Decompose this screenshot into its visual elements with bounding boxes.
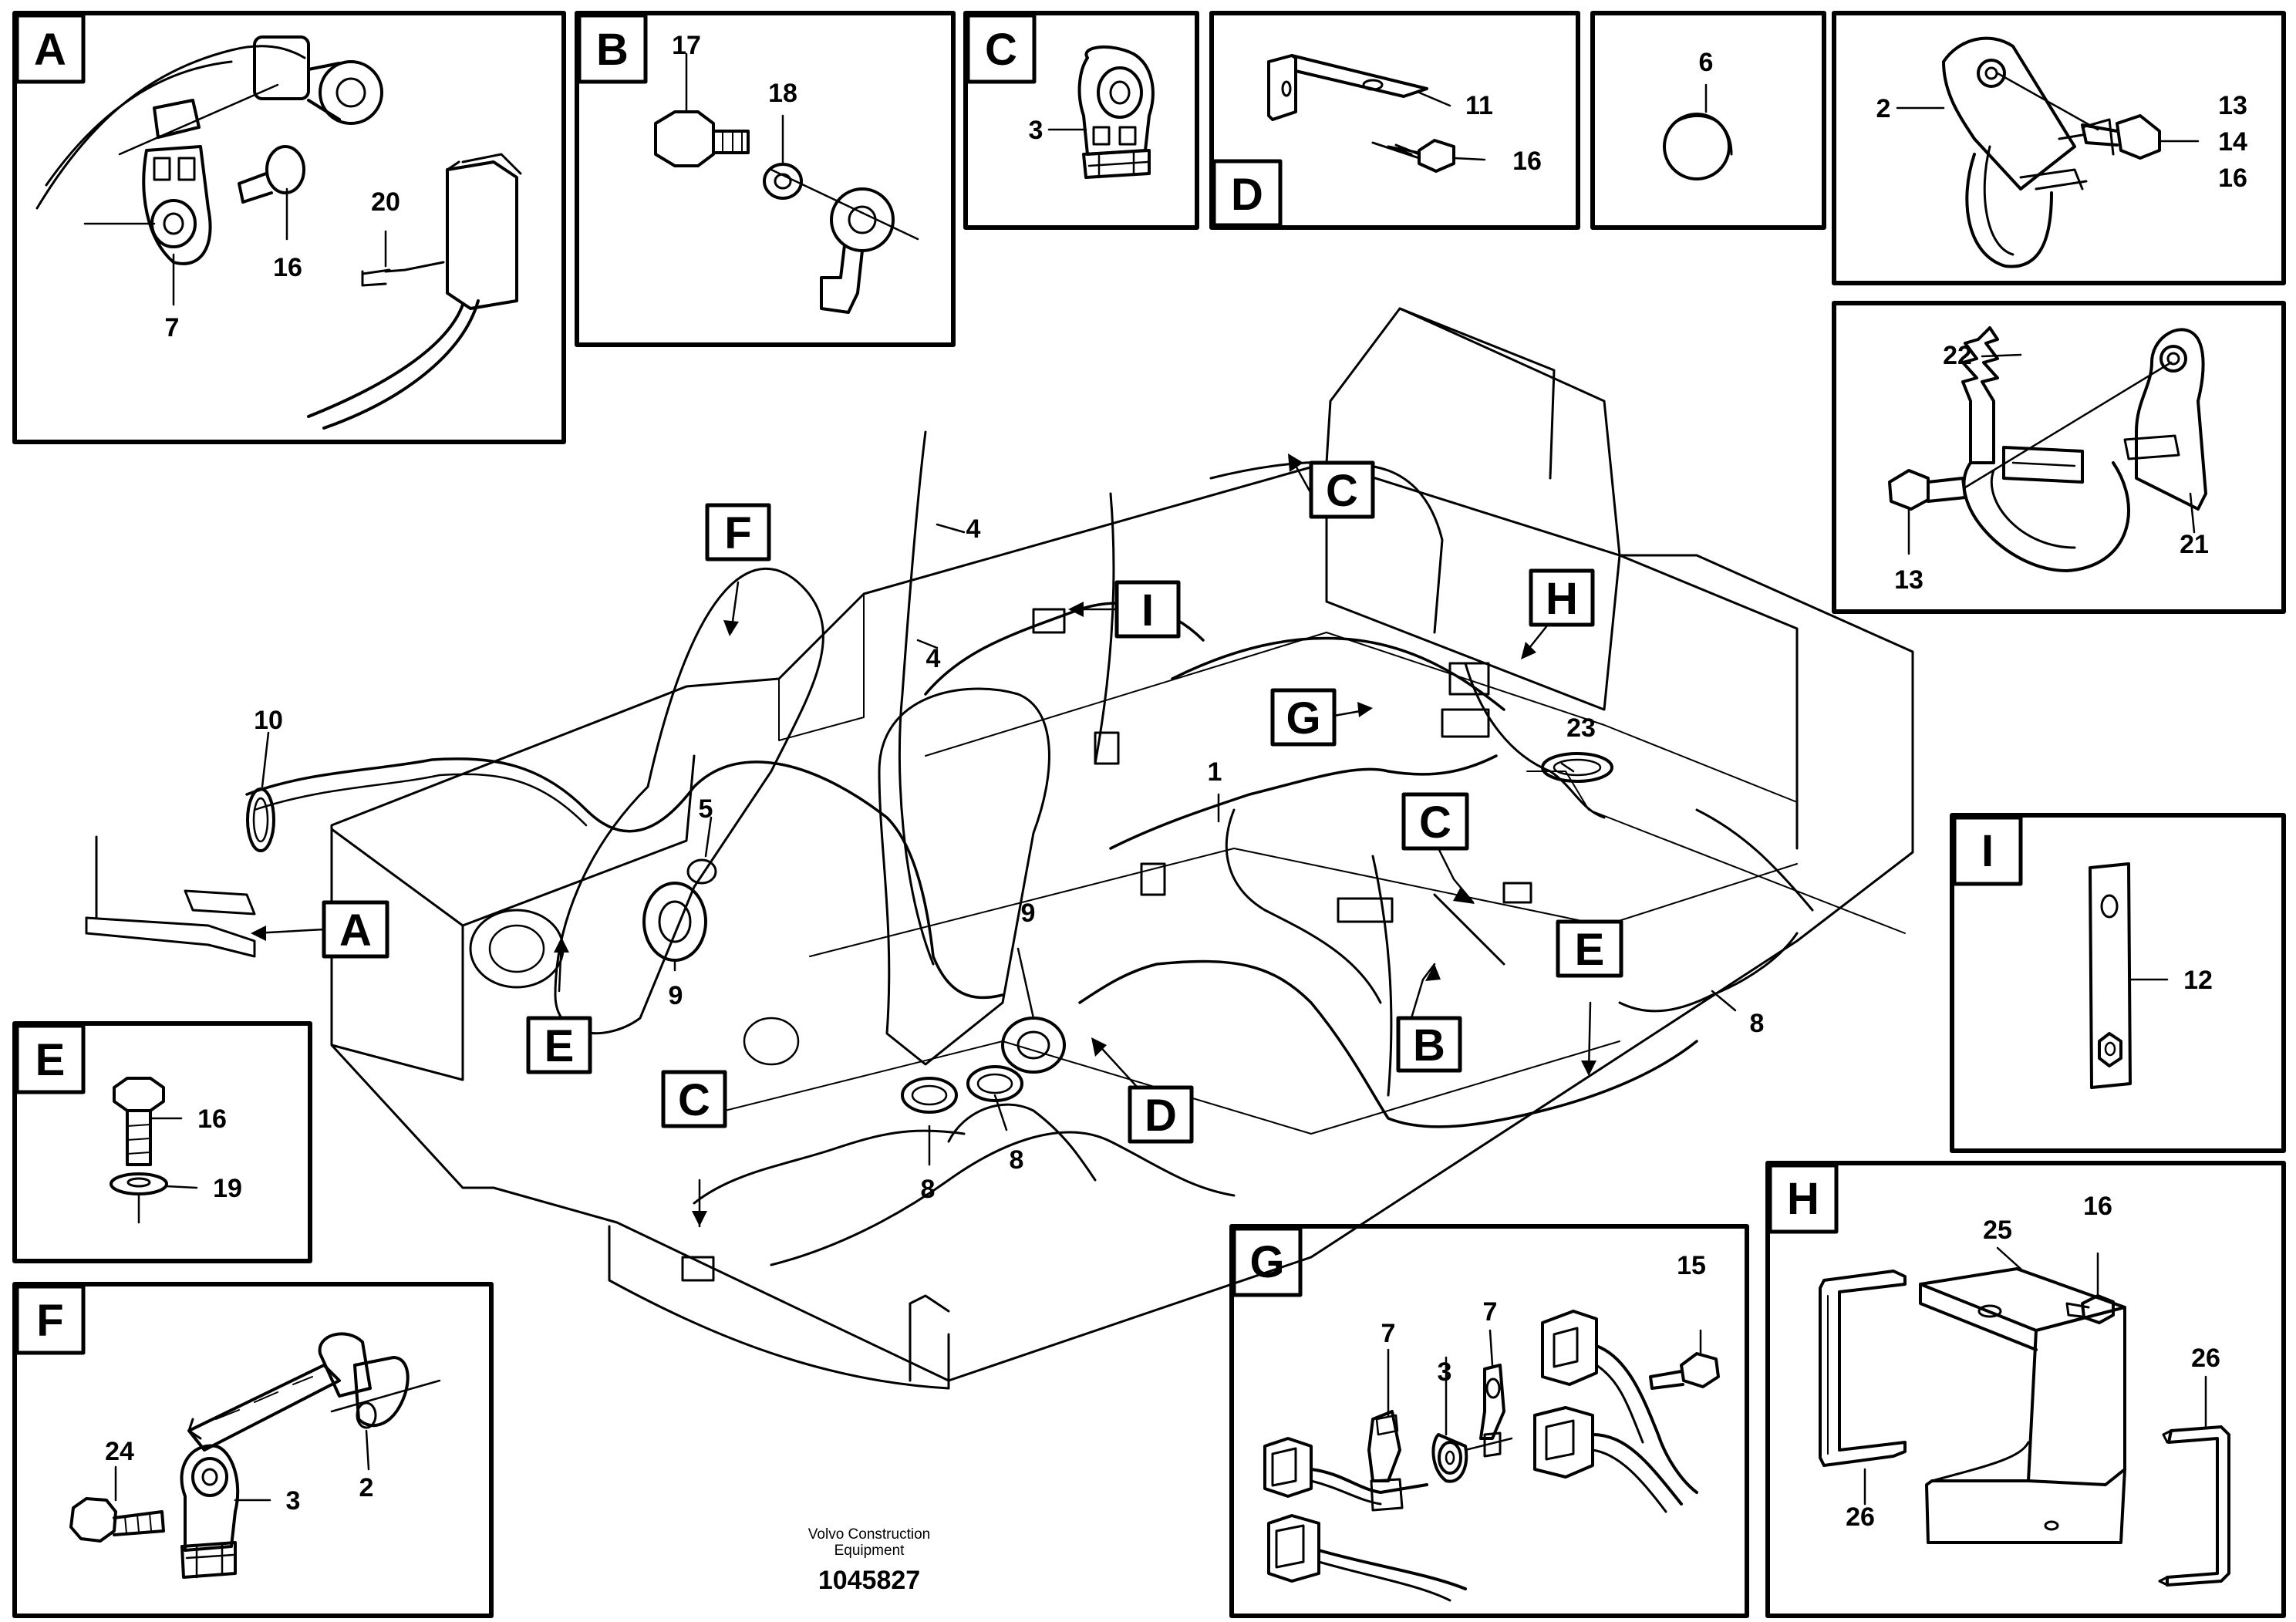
detail-panel-g [1229,1224,1749,1618]
detail-panel-d [1209,11,1580,230]
detail-panel-e [12,1021,312,1263]
part-num-2: 2 [359,1473,374,1502]
part-num-25: 25 [1983,1216,2012,1245]
detail-label-b: B [596,25,629,75]
part-num-3: 3 [1438,1357,1452,1387]
part-num-9: 9 [1021,899,1036,928]
part-num-13: 13 [1894,565,1923,595]
part-num-11: 11 [1465,91,1493,120]
callout-f: F [724,508,751,558]
main-callout-boxes [322,460,1623,1144]
detail-panel-a [12,11,566,444]
part-num-4: 4 [966,514,981,544]
callout-g: G [1286,693,1320,744]
part-num-7: 7 [1381,1319,1396,1348]
detail-label-c: C [985,25,1017,75]
part-num-7: 7 [1483,1297,1498,1327]
callout-c-top: C [1326,466,1358,516]
part-num-16: 16 [2083,1192,2112,1221]
part-num-6: 6 [1699,48,1714,77]
part-num-5: 5 [699,794,713,824]
part-num-8: 8 [1750,1009,1765,1038]
detail-label-g: G [1249,1237,1284,1287]
detail-panel-h [1765,1161,2286,1618]
part-num-15: 15 [1677,1251,1706,1280]
part-num-16: 16 [197,1104,227,1134]
detail-panel-plug [1590,11,1826,230]
callout-e-right: E [1575,925,1605,975]
callout-h: H [1546,574,1578,624]
detail-label-f: F [36,1296,63,1346]
detail-label-a: A [34,25,66,75]
callout-d: D [1145,1091,1177,1141]
part-num-22: 22 [1943,341,1972,370]
footer-line-1: Volvo Construction [808,1526,930,1543]
callout-a: A [339,905,372,956]
part-num-4: 4 [926,644,941,673]
callout-c-right: C [1419,798,1451,848]
detail-label-i: I [1981,826,1994,876]
detail-panel-c [963,11,1199,230]
detail-panel-f [12,1282,494,1618]
part-num-20: 20 [371,187,400,217]
part-num-14: 14 [2218,127,2247,157]
part-num-19: 19 [213,1174,242,1203]
part-num-3: 3 [1029,116,1043,145]
part-num-2: 2 [1876,94,1891,123]
part-num-8: 8 [921,1175,936,1204]
detail-panel-clamp-bracket [1832,11,2286,285]
detail-panel-tie-strap [1832,301,2286,614]
part-num-12: 12 [2183,966,2213,995]
part-num-26: 26 [1846,1502,1875,1532]
detail-label-h: H [1787,1174,1819,1224]
part-num-7: 7 [165,313,180,342]
part-num-9: 9 [669,981,683,1010]
part-num-26: 26 [2191,1344,2220,1373]
callout-arrowheads [251,454,1596,1226]
part-num-16: 16 [2218,164,2247,193]
part-num-17: 17 [672,31,701,60]
detail-label-d: D [1231,170,1263,220]
callout-c-bottom: C [678,1075,710,1125]
part-num-24: 24 [105,1437,134,1466]
part-num-3: 3 [286,1486,301,1516]
callout-b: B [1413,1020,1445,1071]
callout-e-left: E [544,1021,575,1071]
detail-panel-b [575,11,956,347]
detail-label-e: E [35,1035,66,1085]
part-num-18: 18 [768,79,797,108]
callout-i: I [1141,585,1154,636]
part-num-16: 16 [273,253,302,282]
part-num-10: 10 [254,706,283,735]
detail-panel-i [1950,813,2286,1153]
part-num-13: 13 [2218,91,2247,120]
part-num-1: 1 [1208,757,1222,787]
part-num-21: 21 [2180,530,2209,559]
part-num-16: 16 [1512,147,1542,176]
document-number: 1045827 [818,1566,920,1595]
part-num-8: 8 [1010,1145,1024,1175]
footer-line-2: Equipment [834,1543,905,1559]
part-num-23: 23 [1566,713,1596,743]
